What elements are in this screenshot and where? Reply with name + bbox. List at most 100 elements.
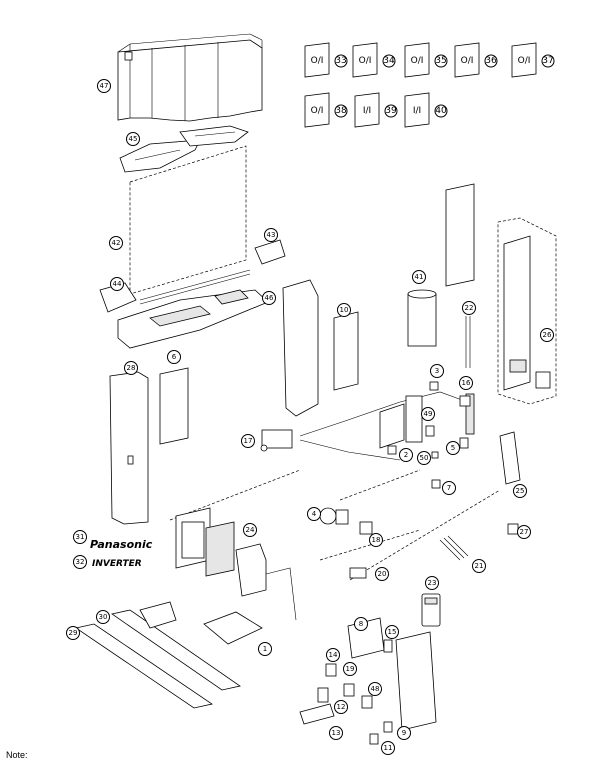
right-panel-26 <box>503 235 531 391</box>
callout-17: 17 <box>241 434 255 448</box>
note-label: Note: <box>6 750 28 760</box>
callout-32: 32 <box>73 555 87 569</box>
callout-41: 41 <box>412 270 426 284</box>
inverter-badge: INVERTER <box>92 559 142 569</box>
booklet-number: 36 <box>485 56 497 66</box>
svg-text:Panasonic: Panasonic <box>90 538 153 551</box>
callout-3: 3 <box>430 364 444 378</box>
callout-46: 46 <box>262 291 276 305</box>
part-9 <box>383 721 393 733</box>
callout-49: 49 <box>421 407 435 421</box>
svg-text:25: 25 <box>516 487 525 495</box>
cylinder-41 <box>407 289 437 347</box>
booklet-number: 34 <box>383 56 395 66</box>
top-cushions <box>119 125 249 173</box>
svg-text:8: 8 <box>359 620 363 628</box>
bottom-cushions <box>99 239 286 349</box>
valve-4 <box>319 507 349 525</box>
callout-29: 29 <box>66 626 80 640</box>
callout-15: 15 <box>385 625 399 639</box>
svg-text:46: 46 <box>265 294 274 302</box>
callout-24: 24 <box>243 523 257 537</box>
callout-10: 10 <box>337 303 351 317</box>
svg-text:4: 4 <box>312 510 317 518</box>
booklet-label: O/I <box>518 56 531 66</box>
callout-20: 20 <box>375 567 389 581</box>
poly-bag-outline <box>129 145 247 295</box>
packing-carton <box>117 33 263 122</box>
callout-14: 14 <box>326 648 340 662</box>
callout-47: 47 <box>97 79 111 93</box>
part-14 <box>325 663 337 677</box>
svg-text:30: 30 <box>99 613 108 621</box>
booklet-label: O/I <box>311 106 324 116</box>
part-50 <box>431 451 439 459</box>
callout-18: 18 <box>369 533 383 547</box>
svg-text:26: 26 <box>543 331 552 339</box>
booklet-number: 38 <box>335 106 347 116</box>
booklet-38: O/I 38 <box>304 92 348 128</box>
panasonic-badge: Panasonic <box>90 538 153 551</box>
panel-6 <box>159 367 189 445</box>
svg-text:2: 2 <box>404 451 408 459</box>
part-7 <box>431 479 441 489</box>
wiring-dashed <box>319 469 501 581</box>
part-27 <box>507 523 519 535</box>
callout-44: 44 <box>110 277 124 291</box>
callout-27: 27 <box>517 525 531 539</box>
svg-text:21: 21 <box>475 562 484 570</box>
svg-text:48: 48 <box>371 685 380 693</box>
booklet-number: 37 <box>542 56 553 66</box>
svg-text:10: 10 <box>340 306 349 314</box>
booklet-number: 35 <box>435 56 446 66</box>
svg-text:43: 43 <box>267 231 276 239</box>
part-2 <box>387 445 397 455</box>
callout-9: 9 <box>397 726 411 740</box>
callout-43: 43 <box>264 228 278 242</box>
callout-5: 5 <box>446 441 460 455</box>
callout-7: 7 <box>442 481 456 495</box>
side-plate <box>282 279 319 417</box>
callout-12: 12 <box>334 700 348 714</box>
svg-text:27: 27 <box>520 528 529 536</box>
booklet-label: O/I <box>359 56 372 66</box>
callout-50: 50 <box>417 451 431 465</box>
part-20 <box>349 567 367 579</box>
right-panel-front <box>445 183 475 287</box>
svg-text:42: 42 <box>112 239 121 247</box>
part-11 <box>369 733 379 745</box>
part-18 <box>359 521 373 535</box>
booklet-number: 39 <box>385 106 397 116</box>
callout-26: 26 <box>540 328 554 342</box>
svg-text:20: 20 <box>378 570 387 578</box>
part-5 <box>459 437 469 449</box>
svg-text:12: 12 <box>337 703 346 711</box>
svg-text:45: 45 <box>129 135 138 143</box>
part-16 <box>459 395 471 407</box>
svg-text:24: 24 <box>246 526 255 534</box>
bracket-24 <box>235 543 297 621</box>
base-pan <box>203 611 263 645</box>
svg-text:1: 1 <box>263 645 267 653</box>
svg-text:14: 14 <box>329 651 338 659</box>
svg-text:9: 9 <box>402 729 406 737</box>
svg-text:17: 17 <box>244 437 253 445</box>
svg-text:16: 16 <box>462 379 471 387</box>
part-12 <box>317 687 329 703</box>
booklet-37: O/I 37 <box>511 42 555 78</box>
part-19 <box>343 683 355 697</box>
svg-text:13: 13 <box>332 729 341 737</box>
svg-text:15: 15 <box>388 628 397 636</box>
callout-16: 16 <box>459 376 473 390</box>
callout-1: 1 <box>258 642 272 656</box>
part-49 <box>425 425 435 437</box>
callout-4: 4 <box>307 507 321 521</box>
part-3 <box>429 381 439 391</box>
part-13 <box>299 703 335 725</box>
